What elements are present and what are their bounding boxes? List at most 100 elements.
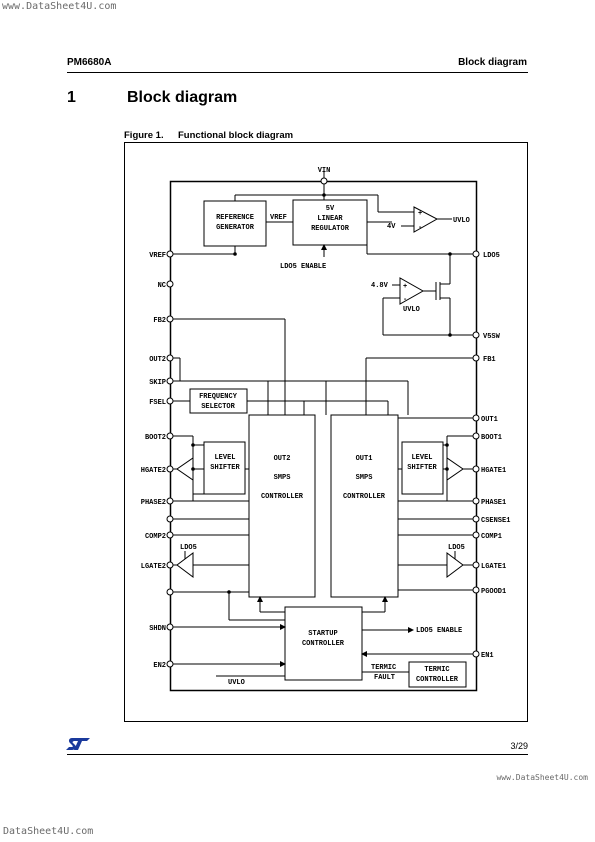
out1-controller-line3: CONTROLLER: [343, 493, 386, 501]
figure-caption: Functional block diagram: [178, 130, 294, 141]
pin-phase2: [166, 497, 174, 505]
uvlo-comp-ref-label: 4V: [387, 223, 396, 231]
hgate1-driver: [446, 457, 464, 481]
figure-label: Figure 1.: [124, 130, 164, 141]
pin-nc: [166, 280, 174, 288]
pin-label-boot2: BOOT2: [145, 434, 166, 442]
ldo5-driver-1-label: LDO5: [448, 544, 465, 552]
uvlo-out-label: UVLO: [453, 217, 470, 225]
pin-boot1: [472, 432, 480, 440]
termic-fault-line2: FAULT: [374, 674, 395, 682]
out2-controller-block: [248, 414, 316, 598]
level-shifter-2-line1: LEVEL: [214, 454, 235, 462]
termic-controller-line1: TERMIC: [424, 666, 449, 674]
pin-out2: [166, 354, 174, 362]
ldo5-driver-2-label: LDO5: [180, 544, 197, 552]
level-shifter-2-block: [203, 441, 246, 495]
out2-controller-line3: CONTROLLER: [261, 493, 304, 501]
out2-controller-line1: OUT2: [274, 455, 291, 463]
pin-label-ldo5: LDO5: [483, 252, 500, 260]
pin-en1: [472, 650, 480, 658]
pin-fb2: [166, 315, 174, 323]
pin-label-skip: SKIP: [149, 379, 166, 387]
pin-skip: [166, 377, 174, 385]
pin-label-nc: NC: [158, 282, 166, 290]
pin-label-en2: EN2: [153, 662, 166, 670]
uvlo-bottom-label: UVLO: [228, 679, 245, 687]
startup-controller-line1: STARTUP: [308, 630, 337, 638]
switch-comp-minus: -: [403, 296, 407, 304]
pin-label-shdn: SHDN: [149, 625, 166, 633]
ldo5-enable-out-label: LDO5 ENABLE: [416, 627, 462, 635]
pin-en2: [166, 660, 174, 668]
pin-label-phase1: PHASE1: [481, 499, 506, 507]
linear-regulator-line3: REGULATOR: [311, 225, 350, 233]
pin-label-vin: VIN: [318, 167, 331, 175]
pin-fsel: [166, 397, 174, 405]
termic-fault-line1: TERMIC: [371, 664, 396, 672]
watermark-bottom-left: DataSheet4U.com: [3, 826, 94, 837]
header-rule: [67, 72, 528, 73]
uvlo-comparator: [413, 206, 439, 233]
pin-label-en1: EN1: [481, 652, 494, 660]
section-title: Block diagram: [127, 89, 238, 106]
reference-generator-line1: REFERENCE: [216, 214, 254, 222]
pin-label-lgate2: LGATE2: [141, 563, 166, 571]
startup-controller-line2: CONTROLLER: [302, 640, 345, 648]
header-section-title: Block diagram: [458, 57, 527, 68]
pin-label-comp1: COMP1: [481, 533, 502, 541]
pin-label-out1: OUT1: [481, 416, 498, 424]
startup-controller-block: [284, 606, 363, 681]
frequency-selector-line1: FREQUENCY: [199, 393, 238, 401]
linear-regulator-line2: LINEAR: [317, 215, 343, 223]
pin-label-boot1: BOOT1: [481, 434, 502, 442]
watermark-top: www.DataSheet4U.com: [2, 1, 117, 12]
pin-fb1: [472, 354, 480, 362]
linear-regulator-line1: 5V: [326, 205, 335, 213]
st-logo-icon: ST: [66, 738, 90, 750]
pin-label-phase2: PHASE2: [141, 499, 166, 507]
vref-internal-label: VREF: [270, 214, 287, 222]
pin-boot2: [166, 432, 174, 440]
pin-pgood1: [472, 586, 480, 594]
level-shifter-1-line1: LEVEL: [411, 454, 432, 462]
termic-controller-block: [408, 661, 467, 688]
pin-lgate2: [166, 561, 174, 569]
out1-controller-block: [330, 414, 399, 598]
pin-label-v5sw: V5SW: [483, 333, 501, 341]
pin-shdn: [166, 623, 174, 631]
uvlo-comp-plus: +: [418, 210, 422, 218]
pin-lgate1: [472, 561, 480, 569]
pin-unlabeled-left: [166, 515, 174, 523]
pin-vin: [320, 177, 328, 185]
pin-label-pgood1: PGOOD1: [481, 588, 506, 596]
pin-label-csense1: CSENSE1: [481, 517, 510, 525]
uvlo-comp-minus: -: [418, 224, 422, 232]
ldo5-enable-in-label: LDO5 ENABLE: [280, 263, 326, 271]
pin-label-hgate1: HGATE1: [481, 467, 506, 475]
out1-controller-line1: OUT1: [356, 455, 373, 463]
reference-generator-line2: GENERATOR: [216, 224, 255, 232]
pin-comp1: [472, 531, 480, 539]
switch-comp-uvlo-label: UVLO: [403, 306, 420, 314]
pin-label-out2: OUT2: [149, 356, 166, 364]
chip-outline: [169, 180, 478, 692]
footer-rule: [67, 754, 528, 755]
pin-ldo5: [472, 250, 480, 258]
pin-label-fb1: FB1: [483, 356, 496, 364]
pin-v5sw: [472, 331, 480, 339]
pin-hgate2: [166, 465, 174, 473]
level-shifter-1-line2: SHIFTER: [407, 464, 437, 472]
termic-controller-line2: CONTROLLER: [416, 676, 459, 684]
pin-label-fsel: FSEL: [149, 399, 166, 407]
pin-vref: [166, 250, 174, 258]
pin-unlabeled-left-2: [166, 588, 174, 596]
header-part-number: PM6680A: [67, 57, 112, 68]
pin-phase1: [472, 497, 480, 505]
switch-comp-ref-label: 4.8V: [371, 282, 389, 290]
pin-comp2: [166, 531, 174, 539]
level-shifter-2-line2: SHIFTER: [210, 464, 240, 472]
level-shifter-1-block: [401, 441, 444, 495]
switch-comp-plus: +: [403, 283, 407, 291]
